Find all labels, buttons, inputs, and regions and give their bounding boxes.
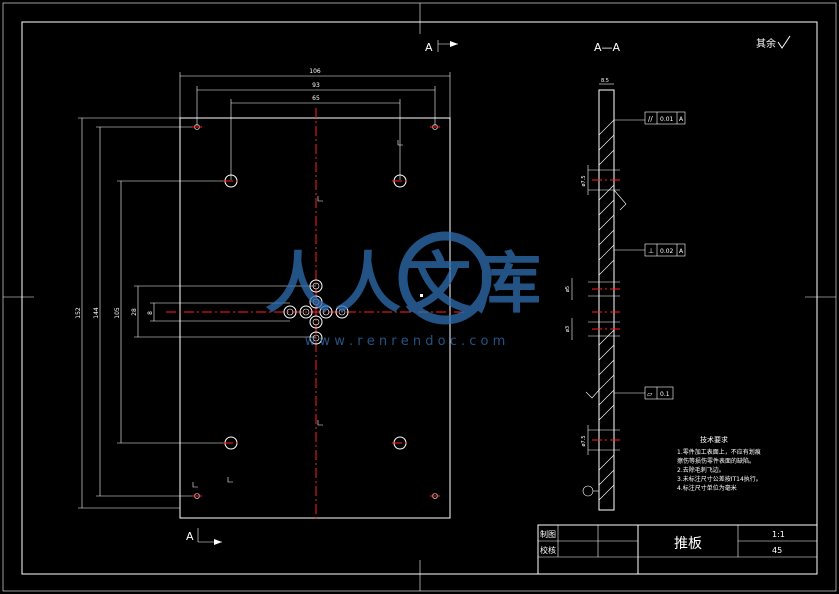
dim-65-text: 65 xyxy=(312,95,320,102)
section-arrow-bottom: A xyxy=(186,528,222,545)
center-hole xyxy=(309,295,323,309)
pin-hole-bottom-right xyxy=(392,436,408,450)
section-title: A—A xyxy=(594,41,621,54)
side-dim-a: ø7.5 xyxy=(581,175,587,186)
dim-105-text: 105 xyxy=(114,307,121,319)
tol-2-value: 0.02 xyxy=(660,248,674,255)
center-hole-cluster xyxy=(283,279,349,345)
pin-hole-bottom-left xyxy=(223,436,239,450)
tolerance-frame-1: // 0.01 A xyxy=(614,111,686,125)
tech-req-line-1: 1.零件加工表面上，不应有划痕 xyxy=(677,448,761,456)
center-hole xyxy=(319,305,333,319)
dim-106-text: 106 xyxy=(309,68,321,75)
dim-144: 144 xyxy=(93,126,197,497)
side-dim-d: ø7.5 xyxy=(581,435,587,446)
center-hole xyxy=(283,305,297,319)
center-hole xyxy=(335,305,349,319)
section-arrow-top: A xyxy=(425,40,458,54)
tol-1-symbol: // xyxy=(648,115,653,123)
dim-8: 8 xyxy=(147,302,290,322)
tol-2-symbol: ⊥ xyxy=(648,247,654,255)
dim-152: 152 xyxy=(75,117,180,509)
section-label-top: A xyxy=(425,41,433,54)
side-dim-top: 8.5 xyxy=(601,78,609,84)
tol-3-symbol: ▱ xyxy=(647,390,653,398)
tech-req-line-4: 3.未标注尺寸公差按IT14执行。 xyxy=(677,475,762,483)
dim-144-text: 144 xyxy=(93,307,100,319)
material-value: 45 xyxy=(772,546,782,555)
center-hole xyxy=(309,279,323,293)
title-block: 制图 校核 推板 1:1 45 xyxy=(537,524,818,575)
corner-ticks xyxy=(192,140,403,488)
tech-req-title: 技术要求 xyxy=(700,435,728,444)
center-hole xyxy=(309,331,323,345)
dim-8-text: 8 xyxy=(147,311,154,315)
watermark-text: 人人文库 xyxy=(265,245,545,322)
section-label-bottom: A xyxy=(186,530,194,543)
watermark-url: w w w . r e n r e n d o c . c o m xyxy=(305,334,506,349)
watermark: 人人文库 w w w . r e n r e n d o c . c o m xyxy=(265,231,545,349)
tolerance-frame-2: ⊥ 0.02 A xyxy=(614,243,686,257)
dim-65: 65 xyxy=(230,95,401,180)
dim-152-text: 152 xyxy=(75,307,82,319)
watermark-logo-ring xyxy=(398,231,492,325)
side-dim-b: ø5 xyxy=(565,286,571,292)
tol-2-datum: A xyxy=(679,248,684,255)
center-marker xyxy=(420,294,423,297)
drawn-by-label: 制图 xyxy=(540,529,556,539)
center-hole xyxy=(299,305,313,319)
side-dim-c: ø3 xyxy=(565,326,571,332)
corner-hole-top-right xyxy=(430,124,440,130)
tol-3-value: 0.1 xyxy=(660,391,670,398)
tech-req-line-5: 4.标注尺寸单位为毫米 xyxy=(677,484,737,492)
tech-req-line-3: 2.去除毛刺飞边。 xyxy=(677,466,725,474)
dim-106: 106 xyxy=(179,68,451,118)
dim-28: 28 xyxy=(131,285,316,338)
tech-requirements: 技术要求 1.零件加工表面上，不应有划痕 擦伤等损伤零件表面的缺陷。 2.去除毛… xyxy=(677,435,762,492)
pin-hole-top-left xyxy=(223,174,239,188)
tol-1-datum: A xyxy=(679,116,684,123)
roughness-check-icon xyxy=(777,35,791,49)
dim-105: 105 xyxy=(114,180,231,444)
corner-hole-bottom-left xyxy=(192,493,202,499)
tolerance-frame-3: ▱ 0.1 xyxy=(614,386,674,400)
dim-93-text: 93 xyxy=(312,82,320,89)
tech-req-line-2: 擦伤等损伤零件表面的缺陷。 xyxy=(677,457,755,465)
part-name: 推板 xyxy=(674,536,702,552)
dim-93: 93 xyxy=(196,82,436,126)
surface-finish-text: 其余 xyxy=(756,37,776,50)
pin-hole-top-right xyxy=(392,174,408,188)
section-view: 8.5 ø7.5 ø5 ø3 ø7.5 xyxy=(565,78,627,511)
center-hole xyxy=(309,315,323,329)
dim-28-text: 28 xyxy=(131,308,138,316)
surface-finish-note: 其余 xyxy=(756,35,791,50)
corner-hole-top-left xyxy=(192,124,202,130)
drawing-frame xyxy=(21,21,818,575)
scale-value: 1:1 xyxy=(772,530,785,539)
checked-by-label: 校核 xyxy=(540,545,556,555)
corner-hole-bottom-right xyxy=(430,493,440,499)
tol-1-value: 0.01 xyxy=(660,116,674,123)
